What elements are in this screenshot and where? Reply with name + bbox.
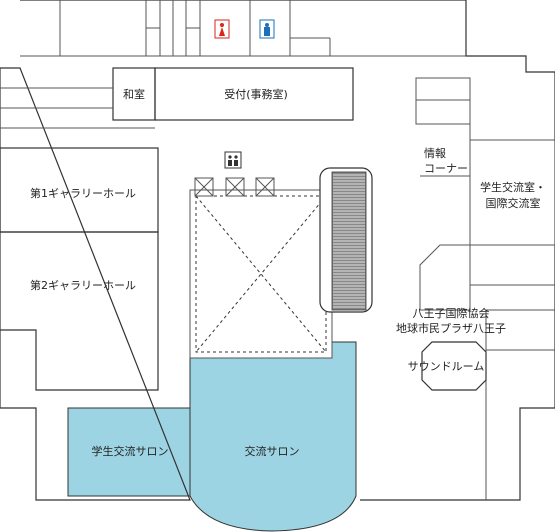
label-gallery-1: 第1ギャラリーホール (30, 186, 136, 200)
atrium-void (195, 195, 327, 353)
label-exchange-salon: 交流サロン (245, 444, 300, 458)
atrium (189, 189, 333, 359)
label-student-salon: 学生交流サロン (92, 444, 169, 458)
top-service-area (20, 0, 466, 57)
sound-room[interactable] (421, 341, 487, 391)
label-association-2: 地球市民プラザ八王子 (396, 321, 506, 335)
label-student-room-2: 国際交流室 (486, 196, 541, 210)
label-gallery-2: 第2ギャラリーホール (30, 278, 136, 292)
skylights (194, 177, 275, 197)
escalator-steps (333, 174, 365, 308)
label-association-1: 八王子国際協会 (413, 307, 490, 320)
left-strips (0, 87, 155, 129)
outer-wall (0, 0, 555, 501)
label-info-corner-2: コーナー (424, 162, 468, 175)
label-japanese-room: 和室 (123, 87, 145, 101)
label-student-room-1: 学生交流室・ (480, 180, 546, 194)
right-rooms (415, 77, 555, 500)
gallery-hall-2[interactable] (0, 231, 159, 391)
exchange-salon-area[interactable] (189, 341, 357, 532)
label-info-corner-1: 情報 (424, 147, 446, 160)
label-reception: 受付(事務室) (224, 87, 288, 101)
label-sound-room: サウンドルーム (408, 360, 485, 373)
male-restroom-icon (259, 19, 275, 39)
female-restroom-icon (214, 19, 230, 39)
reception-office[interactable] (154, 67, 354, 121)
elevator-icon[interactable] (224, 151, 242, 169)
